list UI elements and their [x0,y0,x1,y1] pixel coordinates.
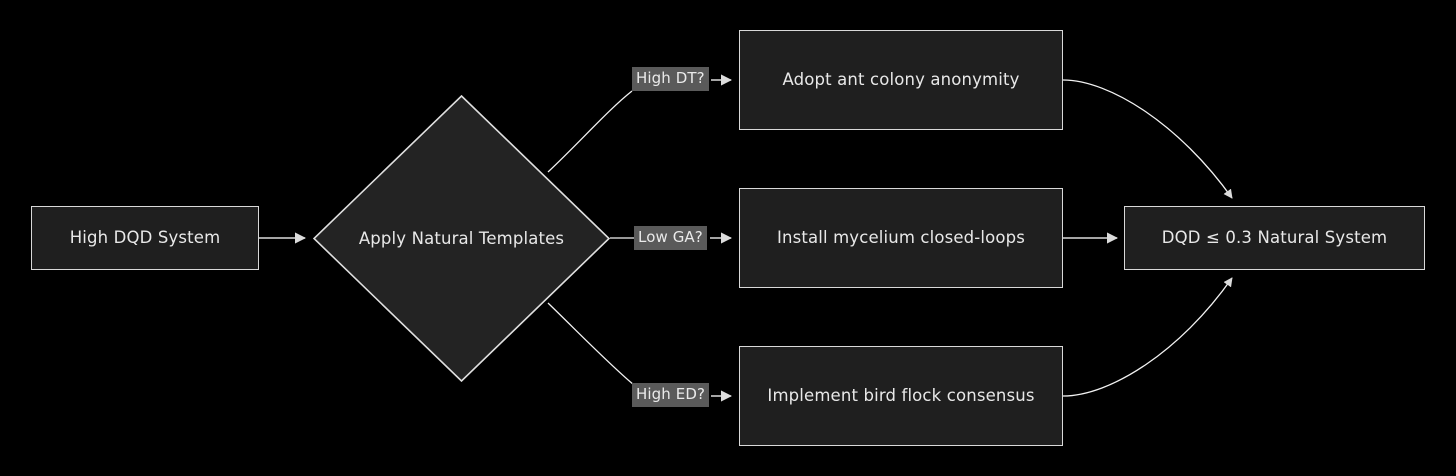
node-install-mycelium-closed-loops[interactable]: Install mycelium closed-loops [739,188,1063,288]
node-label: Install mycelium closed-loops [776,228,1026,248]
edge-branch-bottom-to-end [1062,277,1233,397]
node-label: Apply Natural Templates [358,229,565,248]
node-label: Adopt ant colony anonymity [782,70,1020,90]
node-implement-bird-flock-consensus[interactable]: Implement bird flock consensus [739,346,1063,446]
edge-label-high-dt: High DT? [632,67,709,91]
edge-label-high-ed: High ED? [632,383,710,407]
diamond-shape [313,95,610,382]
node-apply-natural-templates[interactable]: Apply Natural Templates [313,95,610,382]
node-high-dqd-system[interactable]: High DQD System [31,206,259,270]
node-label: Implement bird flock consensus [767,386,1035,406]
edge-branch-top-to-end [1062,79,1233,199]
edge-label-low-ga: Low GA? [634,226,707,250]
node-dqd-natural-system[interactable]: DQD ≤ 0.3 Natural System [1124,206,1425,270]
node-label: High DQD System [69,228,221,248]
node-adopt-ant-colony-anonymity[interactable]: Adopt ant colony anonymity [739,30,1063,130]
node-label: DQD ≤ 0.3 Natural System [1161,228,1388,248]
